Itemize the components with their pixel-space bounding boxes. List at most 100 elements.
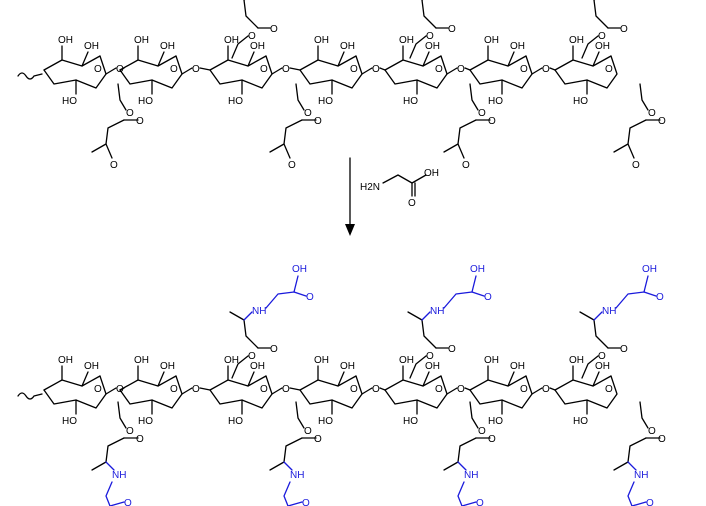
ester-oxygen-label: O bbox=[648, 108, 656, 119]
ketone-label: O bbox=[632, 160, 640, 171]
carbonyl-label: O bbox=[620, 24, 628, 35]
ring-oxygen-label: O bbox=[350, 384, 358, 395]
acid-carbonyl-label: O bbox=[656, 292, 664, 303]
hydroxyl-label: OH bbox=[340, 361, 355, 372]
ester-oxygen-label: O bbox=[478, 426, 486, 437]
hydroxyl-label: OH bbox=[84, 41, 99, 52]
ring-oxygen-label: O bbox=[260, 384, 268, 395]
ring-oxygen-label: O bbox=[520, 384, 528, 395]
hydroxyl-label: OH bbox=[224, 35, 239, 46]
acetoacetate-group: OOO bbox=[581, 0, 628, 59]
ester-oxygen-label: O bbox=[126, 426, 134, 437]
hydroxyl-label: HO bbox=[138, 96, 153, 107]
hydroxyl-label: HO bbox=[138, 416, 153, 427]
amine-nh-label: NH bbox=[464, 470, 478, 481]
carbonyl-label: O bbox=[136, 116, 144, 127]
ester-oxygen-label: O bbox=[304, 108, 312, 119]
ester-oxygen-label: O bbox=[426, 351, 434, 362]
carbonyl-label: O bbox=[270, 24, 278, 35]
ester-oxygen-label: O bbox=[304, 426, 312, 437]
hydroxyl-label: OH bbox=[314, 355, 329, 366]
carbonyl-label: O bbox=[488, 116, 496, 127]
ester-oxygen-label: O bbox=[248, 31, 256, 42]
hydroxyl-label: OH bbox=[84, 361, 99, 372]
acetoacetate-group: OOO bbox=[91, 83, 144, 171]
acid-carbonyl-label: O bbox=[302, 498, 310, 506]
hydroxyl-label: OH bbox=[484, 35, 499, 46]
carbonyl-label: O bbox=[314, 116, 322, 127]
reagent-acid-label: OH bbox=[424, 168, 439, 179]
carbonyl-label: O bbox=[448, 24, 456, 35]
glycosidic-oxygen-label: O bbox=[542, 64, 550, 75]
ketone-label: O bbox=[110, 160, 118, 171]
ring-oxygen-label: O bbox=[435, 64, 443, 75]
carbonyl-label: O bbox=[620, 344, 628, 355]
ring-oxygen-label: O bbox=[260, 64, 268, 75]
hydroxyl-label: OH bbox=[484, 355, 499, 366]
glycosidic-oxygen-label: O bbox=[542, 384, 550, 395]
hydroxyl-label: OH bbox=[510, 41, 525, 52]
hydroxyl-label: OH bbox=[160, 361, 175, 372]
amine-nh-label: NH bbox=[252, 306, 266, 317]
glycosidic-oxygen-label: O bbox=[282, 64, 290, 75]
carbonyl-label: O bbox=[270, 344, 278, 355]
glycine-enamine-group: O O NH OH O bbox=[579, 264, 664, 379]
acid-hydroxyl-label: OH bbox=[642, 264, 657, 275]
hydroxyl-label: OH bbox=[340, 41, 355, 52]
ring-oxygen-label: O bbox=[94, 64, 102, 75]
hydroxyl-label: OH bbox=[58, 355, 73, 366]
ester-oxygen-label: O bbox=[648, 426, 656, 437]
glycosidic-oxygen-label: O bbox=[192, 64, 200, 75]
hydroxyl-label: HO bbox=[573, 416, 588, 427]
ring-oxygen-label: O bbox=[170, 384, 178, 395]
hydroxyl-label: OH bbox=[399, 355, 414, 366]
ring-oxygen-label: O bbox=[170, 64, 178, 75]
hydroxyl-label: HO bbox=[573, 96, 588, 107]
amine-nh-label: NH bbox=[602, 306, 616, 317]
ring-oxygen-label: O bbox=[350, 64, 358, 75]
carbonyl-label: O bbox=[136, 434, 144, 445]
hydroxyl-label: OH bbox=[160, 41, 175, 52]
reaction-arrow bbox=[345, 157, 355, 236]
ester-oxygen-label: O bbox=[598, 351, 606, 362]
reagent-amine-label: H2N bbox=[360, 182, 380, 193]
hydroxyl-label: OH bbox=[425, 41, 440, 52]
glycosidic-oxygen-label: O bbox=[457, 64, 465, 75]
hydroxyl-label: HO bbox=[62, 416, 77, 427]
ring-oxygen-label: O bbox=[94, 384, 102, 395]
hydroxyl-label: OH bbox=[399, 35, 414, 46]
ring-oxygen-label: O bbox=[605, 384, 613, 395]
glycosidic-oxygen-label: O bbox=[457, 384, 465, 395]
glycosidic-oxygen-label: O bbox=[372, 384, 380, 395]
hydroxyl-label: HO bbox=[62, 96, 77, 107]
ester-oxygen-label: O bbox=[426, 31, 434, 42]
carbonyl-label: O bbox=[658, 116, 666, 127]
acid-carbonyl-label: O bbox=[646, 498, 654, 506]
carbonyl-label: O bbox=[448, 344, 456, 355]
carbonyl-label: O bbox=[658, 434, 666, 445]
amine-nh-label: NH bbox=[290, 470, 304, 481]
glycosidic-oxygen-label: O bbox=[372, 64, 380, 75]
acid-carbonyl-label: O bbox=[484, 292, 492, 303]
hydroxyl-label: OH bbox=[250, 361, 265, 372]
carbonyl-label: O bbox=[488, 434, 496, 445]
glycosidic-oxygen-label: O bbox=[282, 384, 290, 395]
hydroxyl-label: HO bbox=[488, 416, 503, 427]
